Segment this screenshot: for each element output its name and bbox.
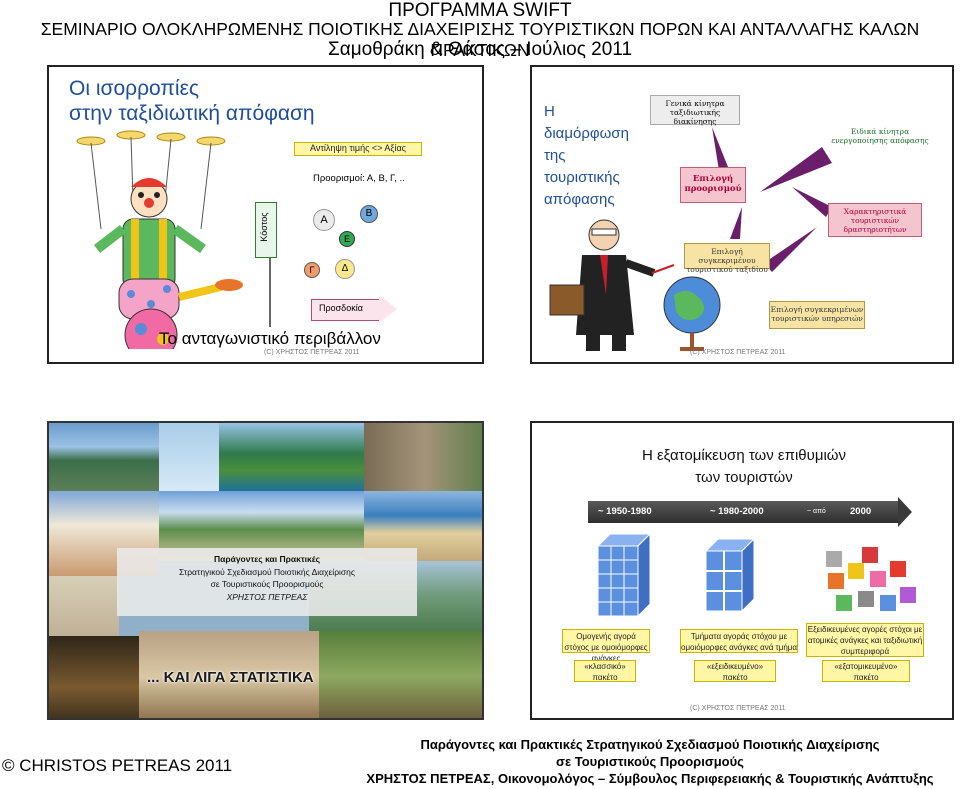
- photo-night-tavern: [49, 636, 139, 720]
- slide4-title-line2: των τουριστών: [532, 467, 954, 489]
- photo-green-bay: [219, 423, 364, 491]
- package-individualized: «εξατομικευμένο» πακέτο: [822, 660, 910, 682]
- expectation-axis-arrow: [379, 295, 397, 323]
- slide1-footer: Το ανταγωνιστικό περιβάλλον: [159, 329, 381, 349]
- businessman-globe-illustration: [542, 215, 742, 355]
- slide-competitive-environment[interactable]: Οι ισορροπίες στην ταξιδιωτική απόφαση Κ…: [47, 65, 484, 364]
- footer-title-line2: σε Τουριστικούς Προορισμούς: [340, 753, 960, 770]
- photo-seagulls: [159, 423, 219, 491]
- point-b: Β: [360, 205, 378, 223]
- individual-cubes-icon: [822, 543, 922, 623]
- caption-line1: Παράγοντες και Πρακτικές: [117, 553, 417, 566]
- box-specific-motives: Ειδικά κίνητρα ενεργοποίησης απόφασης: [830, 127, 930, 149]
- footer-copyright: © CHRISTOS PETREAS 2011: [2, 756, 232, 776]
- header-program: ΠΡΟΓΡΑΜΜΑ SWIFT: [0, 0, 960, 21]
- segmented-cube-icon: [702, 535, 762, 615]
- footer-author: ΧΡΗΣΤΟΣ ΠΕΤΡΕΑΣ, Οικονομολόγος – Σύμβουλ…: [340, 770, 960, 787]
- point-g: Γ: [304, 262, 320, 278]
- box-services-choice: Επιλογή συγκεκριμένων τουριστικών υπηρεσ…: [769, 301, 865, 329]
- box-destination-choice: Επιλογή προορισμού: [680, 167, 746, 203]
- photo-tree: [364, 423, 484, 491]
- photo-coast-town: [49, 423, 159, 491]
- some-statistics-heading: ... ΚΑΙ ΛΙΓΑ ΣΤΑΤΙΣΤΙΚΑ: [147, 669, 314, 686]
- photo-cyclists: [319, 631, 484, 720]
- timeline-from: ~ από: [807, 508, 826, 515]
- timeline-arrow: [898, 497, 912, 527]
- box-general-motives: Γενικά κίνητρα ταξιδιωτικής διακίνησης: [650, 95, 740, 125]
- slide4-title-line1: Η εξατομίκευση των επιθυμιών: [532, 445, 954, 467]
- collage-caption: Παράγοντες και Πρακτικές Στρατηγικού Σχε…: [117, 548, 417, 616]
- footer-title-line1: Παράγοντες και Πρακτικές Στρατηγικού Σχε…: [340, 736, 960, 753]
- timeline-period-2: ~ 1980-2000: [710, 506, 764, 517]
- package-specialized: «εξειδικευμένο» πακέτο: [694, 660, 776, 682]
- point-d: Δ: [335, 259, 355, 279]
- slide2-copyright: (C) ΧΡΗΣΤΟΣ ΠΕΤΡΕΑΣ 2011: [690, 349, 786, 356]
- expectation-axis-text: Προσδοκία: [319, 303, 363, 313]
- caption-line4: ΧΡΗΣΤΟΣ ΠΕΤΡΕΑΣ: [117, 591, 417, 604]
- price-value-label: Αντίληψη τιμής <> Αξίας: [294, 142, 422, 156]
- point-a: Α: [313, 209, 335, 231]
- slide-tourist-individualization[interactable]: Η εξατομίκευση των επιθυμιών των τουριστ…: [530, 421, 954, 720]
- timeline-period-1: ~ 1950-1980: [598, 506, 652, 517]
- caption-line3: σε Τουριστικούς Προορισμούς: [117, 578, 417, 591]
- slide1-title-line1: Οι ισορροπίες: [69, 76, 315, 101]
- slide4-copyright: (C) ΧΡΗΣΤΟΣ ΠΕΤΡΕΑΣ 2011: [690, 705, 786, 712]
- header-location: Σαμοθράκη & Θάσος – Ιούλιος 2011: [0, 39, 960, 60]
- slide-tourist-decision[interactable]: Η διαμόρφωση της τουριστικής απόφασης Γε…: [530, 65, 954, 364]
- slide1-title-line2: στην ταξιδιωτική απόφαση: [69, 101, 315, 126]
- desc-specialized-market: Εξειδικευμένες αγορές στόχοι με ατομικές…: [806, 623, 924, 657]
- caption-line2: Στρατηγικού Σχεδιασμού Ποιοτικής Διαχείρ…: [117, 566, 417, 579]
- cost-axis-text: Κόστος: [259, 200, 269, 254]
- point-e: Ε: [339, 231, 355, 247]
- slide-photo-collage[interactable]: Παράγοντες και Πρακτικές Στρατηγικού Σχε…: [47, 421, 484, 720]
- slide1-copyright: (C) ΧΡΗΣΤΟΣ ΠΕΤΡΕΑΣ 2011: [264, 349, 360, 356]
- timeline-period-3: 2000: [850, 506, 871, 517]
- desc-homogeneous-market: Ομογενής αγορά στόχος με ομοιόμορφες ανά…: [562, 629, 650, 653]
- desc-segmented-market: Τμήματα αγοράς στόχου με ομοιόμορφες ανά…: [680, 629, 798, 653]
- photo-ruins: [49, 576, 119, 636]
- juggling-clown-illustration: [71, 129, 251, 349]
- package-classic: «κλασσικό» πακέτο: [574, 660, 636, 682]
- box-activity-characteristics: Χαρακτηριστικά τουριστικών δραστηριοτήτω…: [828, 203, 922, 237]
- homogeneous-cube-icon: [592, 528, 652, 618]
- destinations-label: Προορισμοί: Α, Β, Γ, ..: [313, 173, 405, 184]
